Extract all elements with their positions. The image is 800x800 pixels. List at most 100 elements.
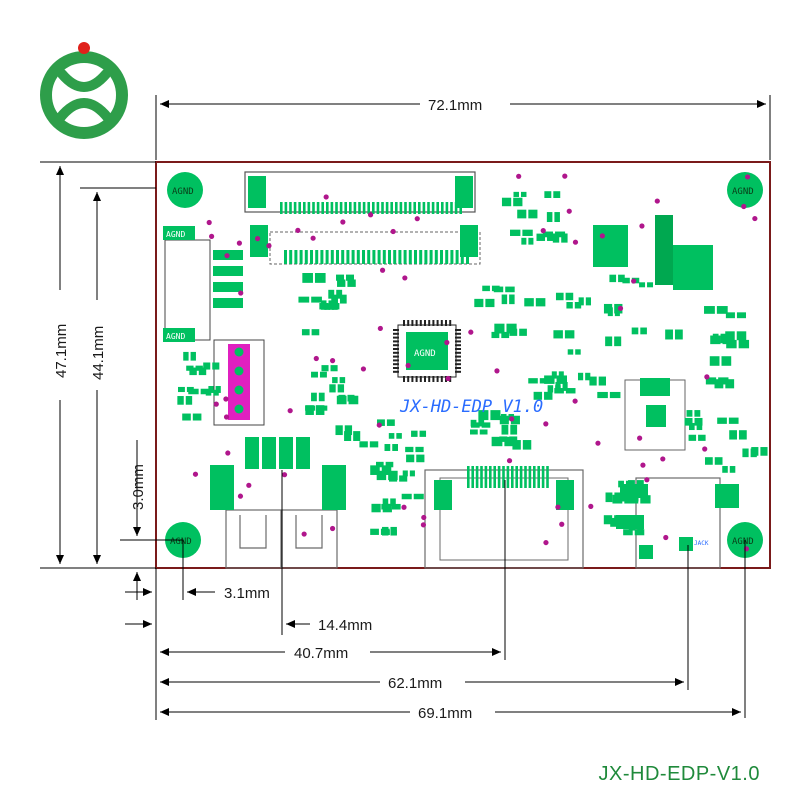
smd-part <box>524 298 534 307</box>
pin <box>388 250 391 264</box>
pin <box>307 202 311 214</box>
smd-part <box>551 371 557 379</box>
pin <box>428 376 431 382</box>
smd-part <box>623 529 633 536</box>
smd-part <box>388 433 395 439</box>
smd-part <box>696 422 703 431</box>
svg-text:AGND: AGND <box>732 537 754 547</box>
smd-part <box>470 429 478 435</box>
pin <box>415 320 418 326</box>
smd-part <box>544 375 555 384</box>
smd-part <box>409 470 415 477</box>
smd-part <box>736 312 747 319</box>
model-label: JX-HD-EDP-V1.0 <box>598 763 760 785</box>
smd-part <box>547 233 556 241</box>
pin <box>393 340 399 343</box>
via <box>206 219 212 226</box>
via <box>631 278 637 284</box>
via <box>340 219 346 225</box>
smd-part <box>605 492 613 503</box>
via <box>238 290 244 296</box>
smd-part <box>501 294 508 305</box>
smd-part <box>555 385 561 393</box>
smd-part <box>624 494 635 504</box>
smd-part <box>200 388 212 395</box>
smd-part <box>491 436 503 447</box>
smd-part <box>522 440 532 450</box>
pin <box>419 320 422 326</box>
mounting-hole-tr: AGND <box>727 172 763 208</box>
smd-part <box>544 191 552 198</box>
uart-header <box>213 339 265 426</box>
pin <box>280 202 283 214</box>
smd-part <box>721 356 732 366</box>
pin <box>407 320 410 326</box>
smd-part <box>597 391 608 399</box>
pcb-board: AGND AGND AGND <box>155 161 771 569</box>
pin <box>455 250 459 264</box>
pin <box>411 320 414 326</box>
dim-40-7: 40.7mm <box>294 645 348 662</box>
smd-part <box>213 389 219 396</box>
via <box>741 203 747 210</box>
smd-part <box>330 303 340 310</box>
smd-part <box>716 306 728 314</box>
pin <box>429 250 433 264</box>
smd-part <box>552 233 560 243</box>
smd-part <box>399 475 408 482</box>
smd-part <box>609 274 617 283</box>
smd-part <box>178 386 185 393</box>
company-logo <box>40 42 128 139</box>
smd-part <box>688 434 697 441</box>
smd-part <box>689 422 695 431</box>
smd-part <box>482 285 490 292</box>
pin <box>315 250 319 264</box>
smd-part <box>562 381 568 391</box>
inductor <box>673 245 713 290</box>
pin <box>475 466 479 488</box>
pin <box>449 320 452 326</box>
smd-part <box>499 415 509 425</box>
via <box>663 534 669 541</box>
pin <box>455 359 461 362</box>
smd-part <box>665 329 673 340</box>
mounting-hole-tl: AGND <box>167 172 203 208</box>
smd-part <box>481 422 491 428</box>
pin <box>428 320 431 326</box>
via <box>377 325 383 332</box>
via <box>360 366 367 372</box>
smd-part <box>634 529 645 536</box>
smd-part <box>406 454 415 463</box>
via <box>295 227 301 233</box>
svg-text:AGND: AGND <box>172 187 194 197</box>
smd-part <box>311 329 320 336</box>
pin <box>467 466 470 488</box>
logo-ring <box>40 51 128 139</box>
pin <box>413 202 416 214</box>
smd-part <box>622 277 630 284</box>
pin <box>325 250 329 264</box>
smd-part <box>344 425 353 436</box>
smd-part <box>533 391 543 400</box>
via <box>287 408 293 414</box>
smd-part <box>553 191 561 198</box>
smd-part <box>335 425 343 436</box>
pin <box>372 250 376 264</box>
smd-part <box>704 457 713 465</box>
via <box>468 329 474 335</box>
smd-part <box>413 493 424 500</box>
smd-part <box>384 444 391 451</box>
smd-part <box>618 480 624 488</box>
smd-part <box>567 349 574 355</box>
pin <box>393 348 399 350</box>
pad-agnd-label: AGND <box>166 332 185 341</box>
smd-part <box>370 465 380 475</box>
pin <box>450 250 454 264</box>
dimension-lines <box>40 95 771 720</box>
via <box>588 503 594 509</box>
via <box>192 471 199 477</box>
smd-part <box>311 296 322 303</box>
smd-part <box>337 279 346 287</box>
smd-part <box>614 515 623 525</box>
pin <box>455 344 461 347</box>
